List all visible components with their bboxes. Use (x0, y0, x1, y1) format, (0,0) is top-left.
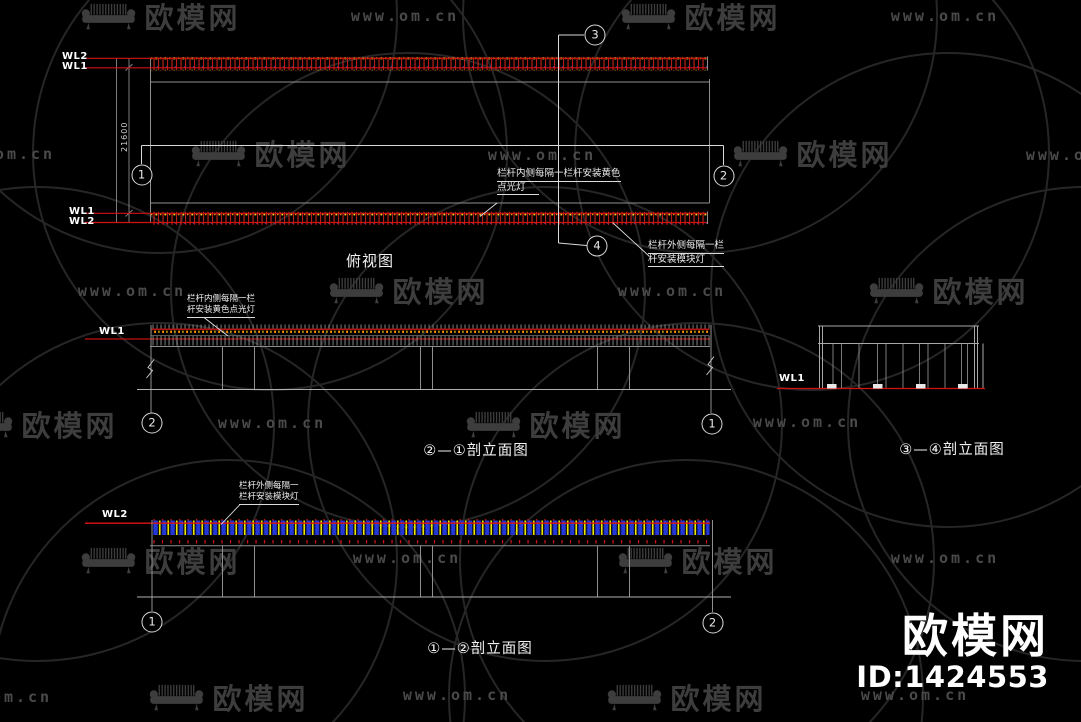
section-mark-2: 2 (713, 165, 734, 187)
break-symbols (146, 356, 715, 379)
level-label-wl1-mid: WL1 (99, 326, 125, 337)
watermark-arc (307, 186, 783, 662)
dimension-21600: 21600 (120, 121, 129, 152)
top-view (85, 34, 724, 257)
level-label-wl2-bot: WL2 (102, 509, 128, 520)
site-id-watermark: 欧模网 ID:1424553 (856, 613, 1049, 694)
level-label-wl2-top: WL2 (62, 51, 88, 62)
watermark-arc (710, 52, 1081, 528)
watermark-arc (459, 322, 935, 722)
site-brand-text: 欧模网 (902, 609, 1049, 664)
title-top-view: 俯视图 (345, 252, 395, 270)
watermark-arc (448, 459, 924, 722)
watermark-arc (0, 0, 398, 254)
balusters (832, 343, 968, 388)
watermark-arc (574, 0, 1050, 391)
base-plates (827, 384, 968, 389)
section-mark-2: 2 (141, 412, 163, 434)
watermark-arc (0, 322, 398, 722)
section-mark-3: 3 (584, 24, 606, 46)
railing-band-top (150, 57, 707, 71)
watermark-arc (0, 459, 466, 722)
watermark-arc (0, 186, 275, 662)
title-section-1-2: ①—②剖立面图 (427, 641, 533, 657)
section-1-2-elevation (85, 504, 731, 612)
section-mark-2: 2 (702, 612, 723, 634)
section-3-4-elevation (777, 325, 985, 390)
watermark-arc (847, 186, 1081, 662)
title-section-2-1: ②—①剖立面图 (423, 443, 529, 459)
annotation-outer-lights: 栏杆外侧每隔一栏 杆安装模块灯 (648, 240, 725, 267)
annotation-leaders (479, 202, 650, 257)
section-cut-lines (141, 34, 724, 246)
annotation-inner-lights: 栏杆内侧每隔一栏杆安装黄色 点光灯 (497, 168, 621, 195)
title-section-3-4: ③—④剖立面图 (899, 442, 1005, 458)
annotation-bottom-elevation: 栏杆外侧每隔一 栏杆安装模块灯 (239, 481, 299, 505)
section-mark-4: 4 (586, 235, 608, 257)
section-2-1-elevation (85, 317, 731, 413)
section-mark-1: 1 (131, 164, 152, 186)
level-label-wl1-right: WL1 (779, 373, 805, 384)
railing-band (150, 324, 710, 346)
railing-band-bottom (150, 211, 707, 225)
level-label-wl2-bottom: WL2 (69, 216, 95, 227)
site-id-text: ID:1424553 (856, 660, 1049, 694)
level-label-wl1-bottom: WL1 (69, 206, 95, 217)
section-mark-1: 1 (701, 413, 723, 435)
level-lines-red (85, 57, 707, 224)
section-mark-1: 1 (141, 611, 163, 633)
annotation-mid-elevation: 栏杆内侧每隔一栏 杆安装黄色点光灯 (187, 294, 256, 318)
level-label-wl1-top: WL1 (62, 61, 88, 72)
